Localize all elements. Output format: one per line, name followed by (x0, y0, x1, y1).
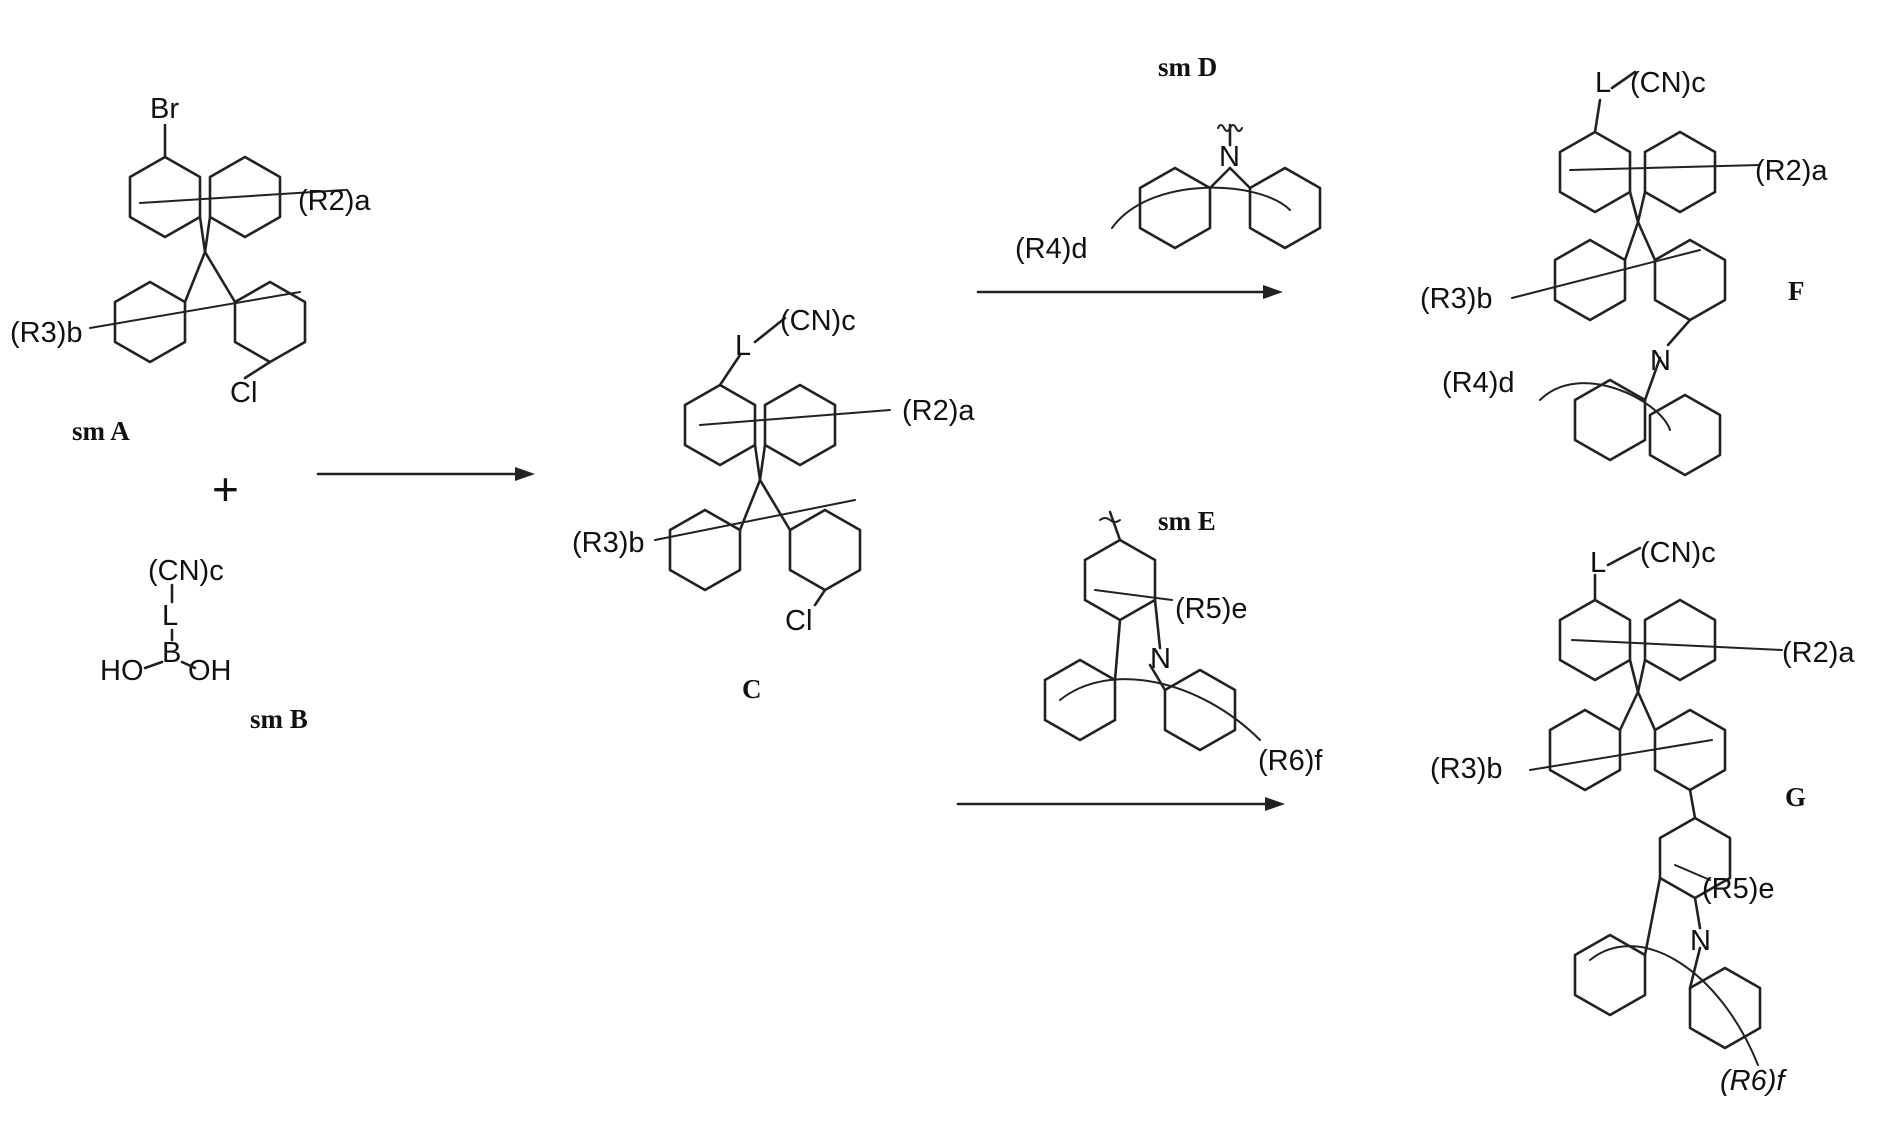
sm-d-ring-right (1250, 168, 1320, 248)
f-n-atom: N (1650, 345, 1671, 377)
sm-a-label: sm A (72, 416, 130, 446)
compound-c-label: C (742, 674, 762, 704)
sm-e-ring-top (1085, 540, 1155, 620)
reaction-arrow-2 (978, 285, 1283, 299)
f-ring-top-left (1560, 132, 1630, 212)
g-l-atom: L (1590, 547, 1606, 579)
compound-f-label: F (1788, 276, 1805, 306)
plus-sign: + (212, 463, 239, 515)
compound-c-structure: L (CN)c (R2)a (R3)b Cl (572, 305, 975, 637)
c-r2a: (R2)a (902, 395, 975, 427)
f-ring-bottom-left (1555, 240, 1625, 320)
sm-a-cl-atom: Cl (230, 377, 257, 409)
f-carbazole-ring-left (1575, 380, 1645, 460)
c-ring-top-right (765, 385, 835, 465)
sm-a-r3b: (R3)b (10, 317, 83, 349)
sm-e-ring-bottom-left (1045, 660, 1115, 740)
g-ring-bottom-left (1550, 710, 1620, 790)
g-ring-top-left (1560, 600, 1630, 680)
f-l-atom: L (1595, 67, 1611, 99)
sm-b-b-atom: B (162, 637, 181, 669)
f-ring-top-right (1645, 132, 1715, 212)
c-cn-c: (CN)c (780, 305, 856, 337)
c-r3b: (R3)b (572, 527, 645, 559)
sm-a-br-atom: Br (150, 93, 179, 125)
sm-e-n-atom: N (1150, 643, 1171, 675)
sm-d-structure: N (R4)d (1015, 125, 1320, 265)
c-ring-top-left (685, 385, 755, 465)
g-r5e: (R5)e (1702, 873, 1775, 905)
reaction-arrow-3 (958, 797, 1285, 811)
f-cn-c: (CN)c (1630, 67, 1706, 99)
sm-b-structure: (CN)c L B HO OH (100, 555, 232, 687)
sm-d-r4d: (R4)d (1015, 233, 1088, 265)
compound-f-structure: L (CN)c (R2)a (R3)b N (R4)d (1420, 67, 1828, 475)
sm-b-cn-c: (CN)c (148, 555, 224, 587)
compound-g-label: G (1785, 782, 1806, 812)
compound-g-structure: L (CN)c (R2)a (R3)b N (R5)e (R6)f (1430, 537, 1855, 1097)
sm-b-oh: OH (188, 655, 232, 687)
sm-a-ring-top-left (130, 157, 200, 237)
sm-d-ring-left (1140, 168, 1210, 248)
c-ring-bottom-right (790, 510, 860, 590)
f-r2a: (R2)a (1755, 155, 1828, 187)
g-ring-bottom-right (1655, 710, 1725, 790)
g-n-atom: N (1690, 925, 1711, 957)
sm-a-ring-bottom-right (235, 282, 305, 362)
sm-b-label: sm B (250, 704, 308, 734)
reaction-arrow-1 (318, 467, 535, 481)
sm-d-n-atom: N (1219, 141, 1240, 173)
sm-e-r5e: (R5)e (1175, 593, 1248, 625)
sm-e-ring-bottom-right (1165, 670, 1235, 750)
sm-a-r2a: (R2)a (298, 185, 371, 217)
c-l-atom: L (735, 330, 751, 362)
f-carbazole-ring-right (1650, 395, 1720, 475)
sm-b-ho: HO (100, 655, 144, 687)
sm-e-label: sm E (1158, 506, 1216, 536)
g-cn-c: (CN)c (1640, 537, 1716, 569)
sm-e-structure: N (R5)e (R6)f (1045, 512, 1323, 777)
g-r6f: (R6)f (1720, 1065, 1787, 1097)
g-r2a: (R2)a (1782, 637, 1855, 669)
f-r4d: (R4)d (1442, 367, 1515, 399)
c-ring-bottom-left (670, 510, 740, 590)
c-cl-atom: Cl (785, 605, 812, 637)
sm-e-r6f: (R6)f (1258, 745, 1323, 777)
sm-b-l-atom: L (162, 600, 178, 632)
g-r3b: (R3)b (1430, 753, 1503, 785)
g-ring-top-right (1645, 600, 1715, 680)
sm-d-label: sm D (1158, 52, 1217, 82)
sm-a-structure: Br Cl (R2)a (R3)b (10, 93, 371, 409)
f-r3b: (R3)b (1420, 283, 1493, 315)
